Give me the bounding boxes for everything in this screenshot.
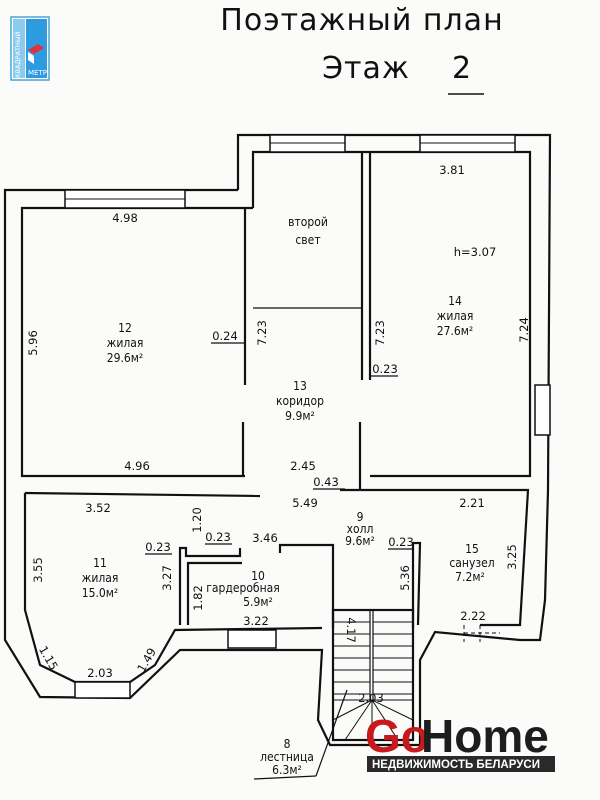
- windows: [64, 134, 551, 699]
- svg-text:3.81: 3.81: [439, 163, 465, 177]
- svg-text:5.9м²: 5.9м²: [243, 595, 273, 609]
- svg-text:МЕТР: МЕТР: [28, 69, 47, 77]
- svg-text:9: 9: [357, 510, 364, 524]
- svg-text:9.6м²: 9.6м²: [345, 534, 375, 548]
- plan-title: Поэтажный план: [220, 3, 503, 38]
- svg-text:жилая: жилая: [437, 309, 474, 323]
- svg-text:лестница: лестница: [260, 750, 314, 764]
- svg-text:жилая: жилая: [107, 336, 144, 350]
- svg-text:5.36: 5.36: [398, 565, 412, 591]
- svg-text:холл: холл: [347, 522, 374, 536]
- svg-text:15.0м²: 15.0м²: [82, 586, 119, 600]
- svg-text:0.23: 0.23: [205, 530, 231, 544]
- svg-text:гардеробная: гардеробная: [206, 581, 280, 595]
- svg-text:коридор: коридор: [276, 394, 324, 408]
- svg-text:санузел: санузел: [449, 556, 494, 570]
- svg-text:2.03: 2.03: [87, 666, 113, 680]
- svg-text:4.98: 4.98: [112, 211, 138, 225]
- svg-text:7.23: 7.23: [373, 320, 387, 346]
- stair-winder: [344, 699, 373, 741]
- svg-text:3.55: 3.55: [31, 557, 45, 583]
- svg-text:0.23: 0.23: [388, 535, 414, 549]
- stair-winder: [332, 699, 373, 721]
- svg-text:1.49: 1.49: [134, 645, 159, 674]
- svg-text:Home: Home: [421, 710, 549, 762]
- svg-text:2.45: 2.45: [290, 459, 316, 473]
- svg-text:2.21: 2.21: [459, 496, 485, 510]
- floor-label: Этаж: [322, 51, 410, 86]
- svg-text:свет: свет: [295, 233, 320, 247]
- svg-text:12: 12: [118, 321, 132, 335]
- svg-text:3.25: 3.25: [505, 544, 519, 570]
- svg-text:9.9м²: 9.9м²: [285, 409, 315, 423]
- stair-winder: [371, 699, 399, 741]
- walls: [3, 133, 552, 747]
- svg-text:7.23: 7.23: [255, 320, 269, 346]
- svg-text:6.3м²: 6.3м²: [272, 763, 302, 777]
- svg-text:НЕДВИЖИМОСТЬ БЕЛАРУСИ: НЕДВИЖИМОСТЬ БЕЛАРУСИ: [372, 759, 540, 771]
- svg-text:3.46: 3.46: [252, 531, 278, 545]
- svg-text:1.82: 1.82: [191, 585, 205, 611]
- svg-text:15: 15: [465, 542, 479, 556]
- svg-text:14: 14: [448, 294, 462, 308]
- svg-text:3.27: 3.27: [160, 565, 174, 591]
- svg-text:жилая: жилая: [82, 571, 119, 585]
- gohome-logo: Go Home НЕДВИЖИМОСТЬ БЕЛАРУСИ: [365, 710, 555, 772]
- floor-number: 2: [452, 51, 472, 86]
- svg-text:7.24: 7.24: [517, 317, 531, 343]
- svg-text:Go: Go: [365, 710, 429, 762]
- svg-text:5.96: 5.96: [26, 330, 40, 356]
- svg-text:0.23: 0.23: [372, 362, 398, 376]
- stair-steps: [332, 621, 414, 741]
- ceiling-height: h=3.07: [454, 245, 497, 259]
- svg-text:0.24: 0.24: [212, 329, 238, 343]
- svg-text:5.49: 5.49: [292, 496, 318, 510]
- svg-text:8: 8: [284, 737, 291, 751]
- svg-text:2.03: 2.03: [358, 691, 384, 705]
- svg-text:3.22: 3.22: [243, 614, 269, 628]
- svg-text:второй: второй: [288, 215, 328, 229]
- svg-text:1.20: 1.20: [190, 507, 204, 533]
- svg-text:4.96: 4.96: [124, 459, 150, 473]
- svg-text:4.17: 4.17: [344, 617, 358, 643]
- svg-text:0.43: 0.43: [313, 475, 339, 489]
- svg-text:7.2м²: 7.2м²: [455, 570, 485, 584]
- svg-text:1.15: 1.15: [36, 643, 61, 672]
- svg-text:27.6м²: 27.6м²: [437, 324, 474, 338]
- svg-text:2.22: 2.22: [460, 609, 486, 623]
- svg-text:КВАДРАТНЫЙ: КВАДРАТНЫЙ: [13, 31, 22, 78]
- svg-text:11: 11: [93, 556, 107, 570]
- room-second-light-label: второй свет: [288, 215, 328, 247]
- svg-text:3.52: 3.52: [85, 501, 111, 515]
- svg-text:0.23: 0.23: [145, 540, 171, 554]
- kvadratny-metr-logo: КВАДРАТНЫЙ МЕТР: [10, 16, 50, 81]
- stair-winder: [371, 699, 414, 721]
- svg-text:29.6м²: 29.6м²: [107, 351, 144, 365]
- svg-text:10: 10: [251, 569, 265, 583]
- svg-text:13: 13: [293, 379, 307, 393]
